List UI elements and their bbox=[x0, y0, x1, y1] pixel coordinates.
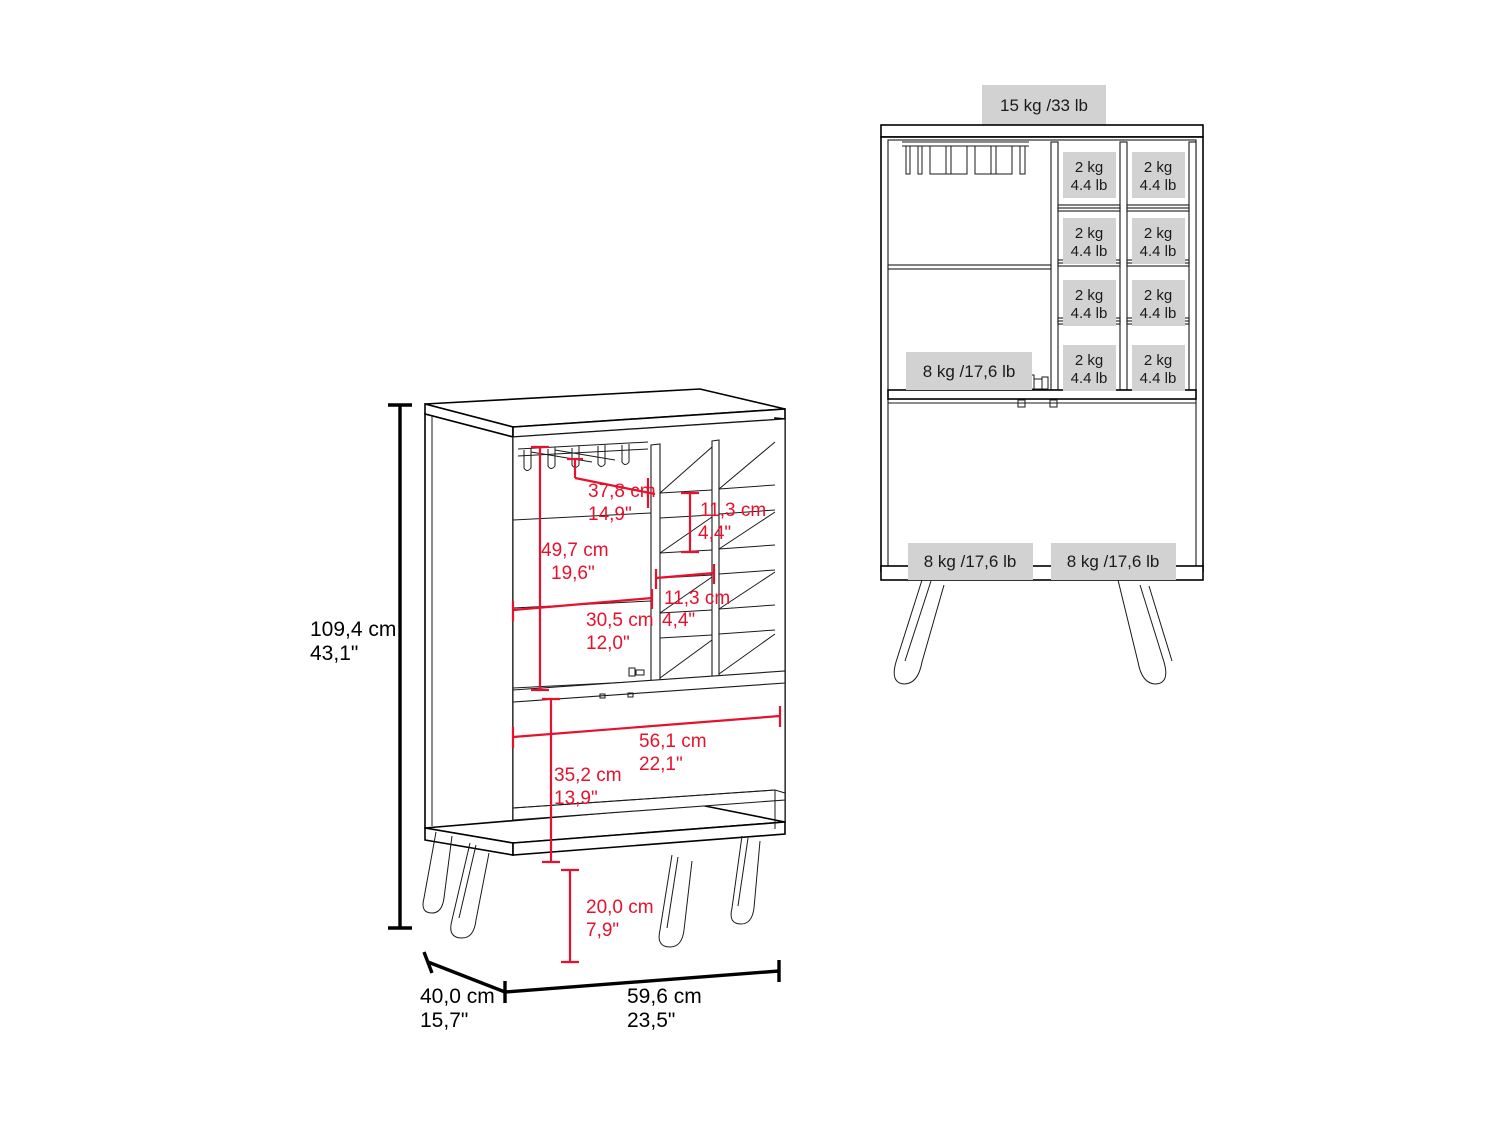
load-kg: 2 kg bbox=[1075, 352, 1103, 369]
load-badge-cell: 2 kg 4.4 lb bbox=[1063, 218, 1116, 264]
dim-overall-width-cm: 59,6 cm bbox=[627, 985, 702, 1008]
hardware-detail bbox=[599, 667, 645, 699]
load-badge-cell: 2 kg 4.4 lb bbox=[1132, 280, 1185, 326]
top-surface-load-label: 15 kg /33 lb bbox=[1000, 96, 1088, 115]
dim-upper-width-in: 12,0" bbox=[586, 633, 630, 654]
load-lb: 4.4 lb bbox=[1140, 305, 1177, 322]
dim-overall-height-cm: 109,4 cm bbox=[310, 618, 396, 641]
overall-height-dimension bbox=[388, 403, 412, 930]
dim-lower-height-in: 13,9" bbox=[554, 788, 598, 809]
load-badge-cell: 2 kg 4.4 lb bbox=[1063, 345, 1116, 391]
red-dimension-labels: 37,8 cm 14,9" 49,7 cm 19,6" 30,5 cm 12,0… bbox=[541, 481, 766, 941]
cabinet-body-left bbox=[424, 388, 786, 856]
red-dimension-lines bbox=[511, 445, 782, 964]
load-lb: 4.4 lb bbox=[1140, 370, 1177, 387]
dim-overall-height-in: 43,1" bbox=[310, 642, 358, 665]
load-lb: 4.4 lb bbox=[1140, 243, 1177, 260]
load-badge-cell: 2 kg 4.4 lb bbox=[1132, 218, 1185, 264]
dim-lower-height-cm: 35,2 cm bbox=[554, 765, 622, 786]
load-badge-cell: 2 kg 4.4 lb bbox=[1132, 345, 1185, 391]
dim-cubby-width-cm: 11,3 cm bbox=[664, 588, 730, 609]
dim-overall-width-in: 23,5" bbox=[627, 1009, 675, 1032]
load-lb: 4.4 lb bbox=[1071, 177, 1108, 194]
load-lb: 4.4 lb bbox=[1071, 243, 1108, 260]
load-lb: 4.4 lb bbox=[1071, 305, 1108, 322]
load-kg: 2 kg bbox=[1144, 225, 1172, 242]
dim-overall-depth-in: 15,7" bbox=[420, 1009, 468, 1032]
dim-leg-height-cm: 20,0 cm bbox=[586, 897, 654, 918]
overall-dimension-labels: 109,4 cm 43,1" 40,0 cm 15,7" 59,6 cm 23,… bbox=[310, 618, 702, 1032]
bottom-shelf-load-label-1: 8 kg /17,6 lb bbox=[924, 552, 1017, 571]
dim-lower-width-cm: 56,1 cm bbox=[639, 731, 707, 752]
load-kg: 2 kg bbox=[1144, 159, 1172, 176]
load-kg: 2 kg bbox=[1075, 225, 1103, 242]
upper-shelf-load-badge: 8 kg /17,6 lb bbox=[906, 352, 1032, 390]
bottom-shelf-load-label-2: 8 kg /17,6 lb bbox=[1067, 552, 1160, 571]
dim-upper-height-cm: 49,7 cm bbox=[541, 540, 609, 561]
dim-stemware-in: 14,9" bbox=[588, 504, 632, 525]
dim-overall-depth-cm: 40,0 cm bbox=[420, 985, 495, 1008]
stemware-rack-right bbox=[902, 141, 1029, 175]
dim-lower-width-in: 22,1" bbox=[639, 754, 683, 775]
hairpin-legs-left bbox=[422, 831, 761, 948]
hardware-detail-right bbox=[1017, 374, 1058, 408]
dim-cubby-height-in: 4,4" bbox=[698, 523, 731, 544]
plan-dimension-arrows bbox=[422, 951, 781, 1003]
dim-upper-width-cm: 30,5 cm bbox=[586, 610, 654, 631]
load-kg: 2 kg bbox=[1075, 287, 1103, 304]
load-lb: 4.4 lb bbox=[1071, 370, 1108, 387]
dim-upper-height-in: 19,6" bbox=[551, 563, 595, 584]
load-kg: 2 kg bbox=[1144, 287, 1172, 304]
load-kg: 2 kg bbox=[1144, 352, 1172, 369]
upper-shelf-load-label: 8 kg /17,6 lb bbox=[923, 362, 1016, 381]
load-kg: 2 kg bbox=[1075, 159, 1103, 176]
dim-stemware-cm: 37,8 cm bbox=[588, 481, 656, 502]
dim-cubby-width-in: 4,4" bbox=[662, 610, 695, 631]
load-lb: 4.4 lb bbox=[1140, 177, 1177, 194]
wine-cubby-load-badges: 2 kg 4.4 lb 2 kg 4.4 lb 2 kg 4.4 lb 2 kg… bbox=[1063, 152, 1185, 391]
hairpin-legs-right bbox=[893, 579, 1173, 685]
dim-cubby-height-cm: 11,3 cm bbox=[700, 500, 766, 521]
load-badge-cell: 2 kg 4.4 lb bbox=[1063, 152, 1116, 198]
dim-leg-height-in: 7,9" bbox=[586, 920, 619, 941]
load-badge-cell: 2 kg 4.4 lb bbox=[1132, 152, 1185, 198]
top-surface-load-badge: 15 kg /33 lb bbox=[982, 85, 1106, 125]
bottom-shelf-load-badges: 8 kg /17,6 lb 8 kg /17,6 lb bbox=[908, 543, 1176, 580]
load-badge-cell: 2 kg 4.4 lb bbox=[1063, 280, 1116, 326]
